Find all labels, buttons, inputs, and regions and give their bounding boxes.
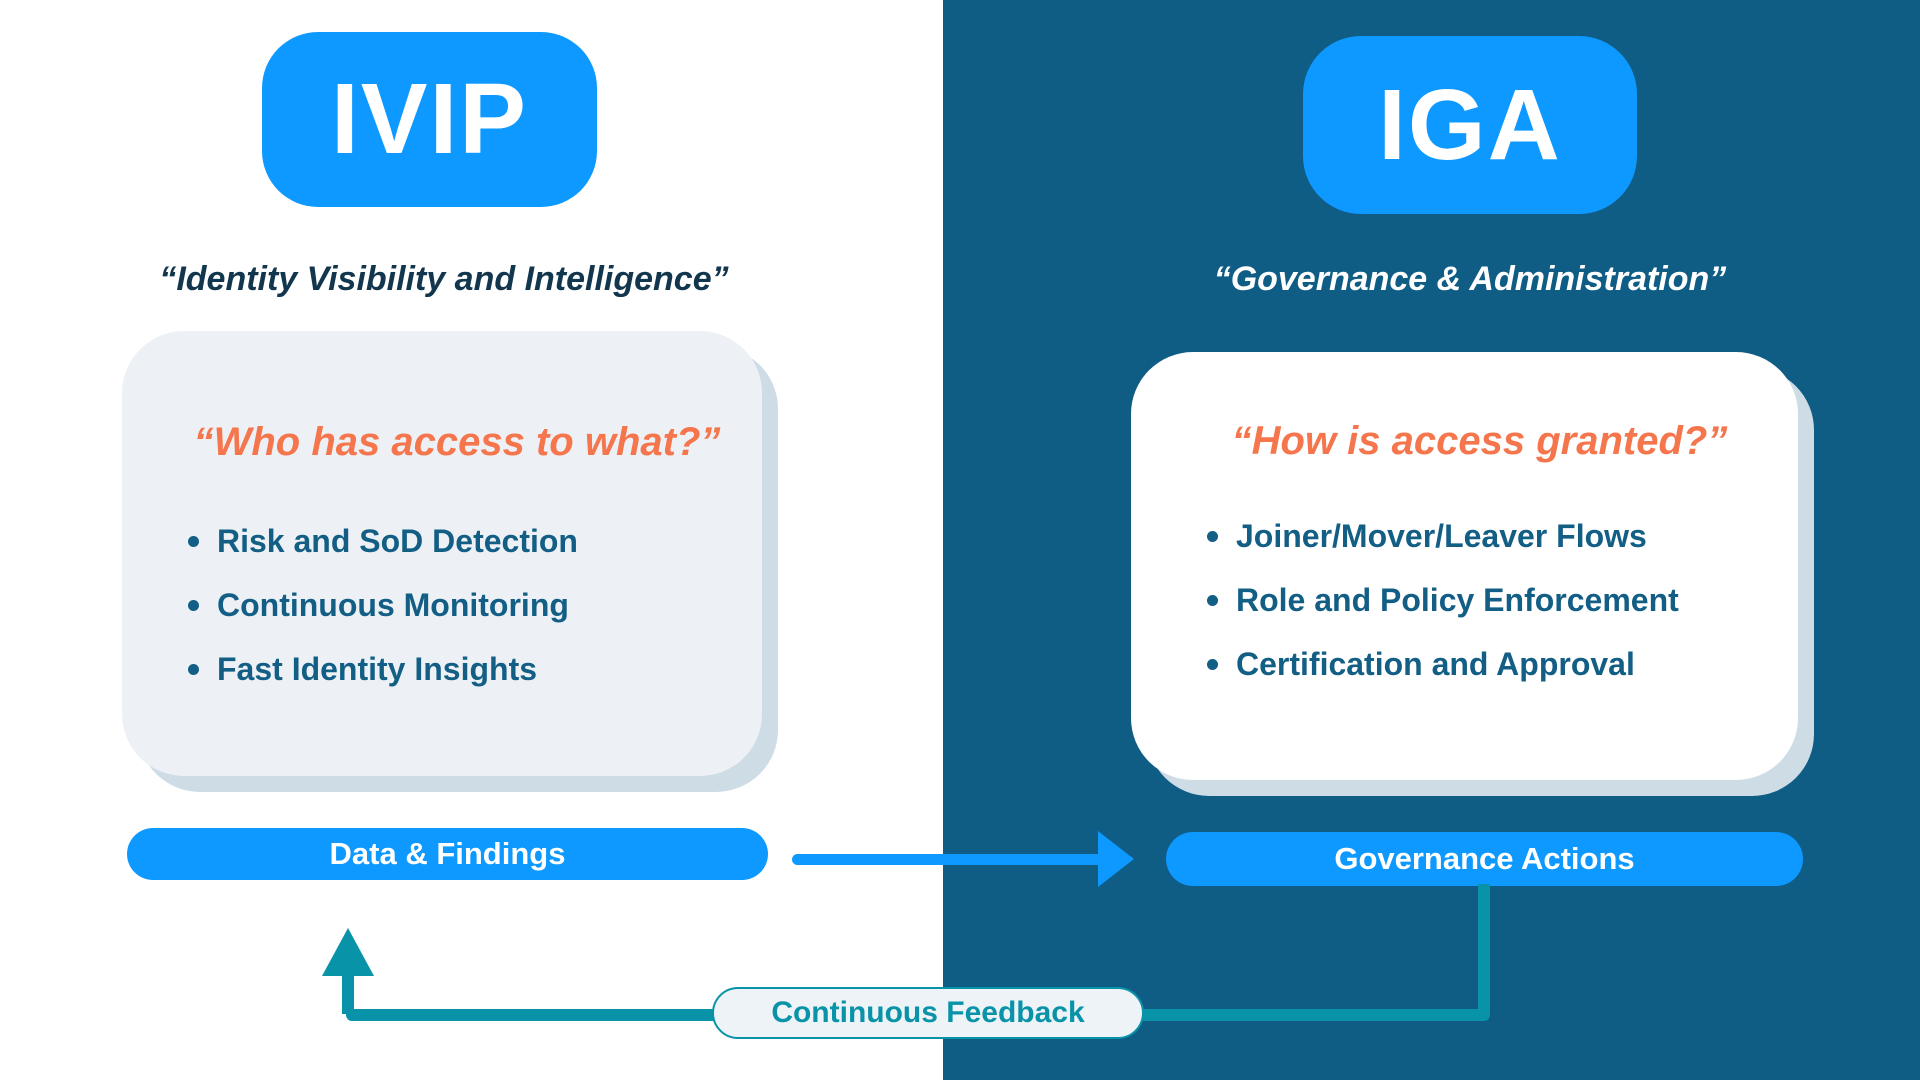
bullet-dot-icon (1207, 658, 1218, 670)
bullet-dot-icon (188, 663, 199, 675)
bullet-dot-icon (1207, 530, 1218, 542)
iga-bullet-list: Joiner/Mover/Leaver Flows Role and Polic… (1191, 514, 1768, 686)
iga-card: “How is access granted?” Joiner/Mover/Le… (1131, 352, 1798, 780)
bullet-label: Joiner/Mover/Leaver Flows (1236, 518, 1647, 554)
bullet-dot-icon (188, 599, 199, 611)
data-findings-pill: Data & Findings (127, 828, 768, 880)
ivip-bullet-list: Risk and SoD Detection Continuous Monito… (182, 519, 732, 691)
feedback-line-up (342, 972, 354, 1014)
bullet-label: Risk and SoD Detection (217, 523, 578, 559)
list-item: Role and Policy Enforcement (1191, 578, 1768, 622)
list-item: Joiner/Mover/Leaver Flows (1191, 514, 1768, 558)
bullet-label: Role and Policy Enforcement (1236, 582, 1679, 618)
bullet-label: Certification and Approval (1236, 646, 1635, 682)
feedback-arrow-up-icon (322, 928, 374, 976)
bullet-label: Continuous Monitoring (217, 587, 569, 623)
flow-arrow-line (792, 854, 1104, 865)
list-item: Continuous Monitoring (182, 583, 732, 627)
bullet-dot-icon (1207, 594, 1218, 606)
feedback-line-down (1478, 884, 1490, 1015)
bullet-dot-icon (188, 535, 199, 547)
governance-actions-pill: Governance Actions (1166, 832, 1803, 886)
iga-badge: IGA (1303, 36, 1637, 214)
list-item: Risk and SoD Detection (182, 519, 732, 563)
ivip-badge: IVIP (262, 32, 597, 207)
list-item: Fast Identity Insights (182, 647, 732, 691)
bullet-label: Fast Identity Insights (217, 651, 538, 687)
iga-subtitle: “Governance & Administration” (1213, 260, 1727, 298)
iga-card-heading: “How is access granted?” (1231, 419, 1728, 463)
list-item: Certification and Approval (1191, 642, 1768, 686)
ivip-card-heading: “Who has access to what?” (193, 420, 721, 464)
ivip-card: “Who has access to what?” Risk and SoD D… (122, 331, 762, 776)
ivip-subtitle: “Identity Visibility and Intelligence” (159, 260, 729, 298)
continuous-feedback-pill: Continuous Feedback (712, 987, 1144, 1039)
flow-arrow-right-icon (1098, 831, 1134, 887)
